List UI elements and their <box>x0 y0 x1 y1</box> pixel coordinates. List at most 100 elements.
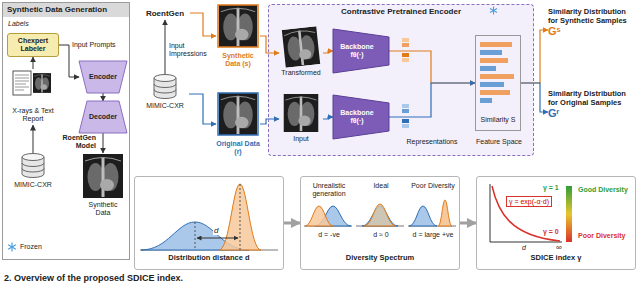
connector <box>260 119 279 124</box>
node-text: d = large +ve <box>408 231 458 239</box>
illustration-part <box>480 82 504 87</box>
node-text: Similarity Distribution for Original Sam… <box>548 90 636 107</box>
connector <box>33 125 34 153</box>
database-shape <box>141 74 189 100</box>
illustration-part <box>305 206 333 226</box>
spectrum-plots <box>304 200 456 226</box>
illustration-part <box>33 73 51 93</box>
node-text: Original Data (r) <box>216 140 260 156</box>
node-text: Backbone fθ(·) <box>333 109 381 125</box>
connector <box>284 222 300 225</box>
illustration-part <box>402 53 409 57</box>
node-text: Encoder <box>89 73 117 81</box>
illustration-part <box>15 75 29 76</box>
trapezoid-outline <box>79 101 127 133</box>
illustration-part <box>402 58 409 62</box>
text-label: ∞ <box>556 243 562 252</box>
illustration-part <box>492 186 560 241</box>
left-icons <box>8 71 123 252</box>
connector <box>59 45 79 77</box>
trapezoid-outline <box>79 61 127 93</box>
illustration-part <box>15 87 29 88</box>
output-text: Similarity Distribution for Synthetic Sa… <box>548 8 636 52</box>
connector <box>323 51 333 53</box>
text-label: Good Diversity <box>578 186 628 193</box>
connector <box>460 222 476 225</box>
illustration-part <box>480 66 496 71</box>
node-text: Transformed <box>279 69 323 77</box>
database-top <box>154 75 176 82</box>
text-label: Feature Space <box>470 138 528 145</box>
illustration-part <box>402 38 409 42</box>
xray-image: Transformed <box>279 27 323 79</box>
illustration-part <box>219 5 257 47</box>
illustration-part <box>490 184 562 242</box>
connector <box>521 30 548 83</box>
database-top <box>22 154 44 161</box>
mini-plot: Unrealistic generationd = -ve <box>304 181 354 239</box>
illustration-part <box>402 124 409 128</box>
node-text: Synthetic Data Generation <box>3 3 129 17</box>
connector <box>389 51 475 83</box>
database: MIMIC-CXR <box>7 153 59 193</box>
illustration-part <box>15 81 29 82</box>
connector <box>189 94 216 124</box>
text-label: Representations <box>396 138 468 145</box>
text-label: γ = 0 <box>543 228 559 235</box>
connector <box>103 133 104 153</box>
text-label: RoentGen Model <box>56 134 96 150</box>
xray-image: Original Data (r) <box>216 92 260 156</box>
node-text: Input <box>279 135 323 143</box>
illustration-part <box>218 5 258 47</box>
text-label: Labels <box>8 20 29 27</box>
illustration-part <box>195 222 196 250</box>
illustration-part <box>240 184 241 250</box>
illustration-part <box>13 71 31 95</box>
node-text: MIMIC-CXR <box>141 102 189 110</box>
illustration-part <box>480 74 514 79</box>
illustration-part <box>197 238 238 239</box>
illustration-part <box>219 93 257 135</box>
illustration-part <box>490 6 497 14</box>
illustration-part <box>364 204 396 226</box>
connector <box>260 36 279 53</box>
node-text: Unrealistic generation <box>304 182 354 198</box>
connector <box>521 83 548 112</box>
mini-plot: Ideald ≈ 0 <box>356 181 406 239</box>
node-text: Chexpert Labeler <box>8 37 58 53</box>
xray-image: Input <box>279 93 323 145</box>
illustration-part <box>15 75 29 90</box>
illustration-part <box>15 90 24 91</box>
edge-label: Input Prompts <box>72 41 116 49</box>
mini-plot: Poor Diversity d = large +ve <box>408 181 458 239</box>
connector <box>389 83 475 117</box>
caption: 2. Overview of the proposed SDICE index. <box>4 273 183 283</box>
chart-panel: Diversity SpectrumUnrealistic generation… <box>300 176 460 270</box>
decoder-trapezoid: Decoder <box>79 101 127 133</box>
illustration-part <box>409 206 437 226</box>
illustration-part <box>15 84 26 85</box>
illustration-part <box>219 184 261 250</box>
text-label: γ = exp(-α·d) <box>506 196 552 207</box>
illustration-part <box>480 58 508 63</box>
document-icon: X-rays & Text Report <box>7 69 59 125</box>
node-text: Poor Diversity <box>408 182 458 190</box>
connector <box>190 13 216 36</box>
backbone-trapezoid: Backbone fθ(·) <box>333 95 389 139</box>
illustration-part <box>402 43 409 47</box>
node-text: Gˢ <box>548 25 636 38</box>
chart-panel: Distribution distance d <box>134 176 284 270</box>
illustration-part <box>218 93 258 135</box>
output-text: Similarity Distribution for Original Sam… <box>548 90 636 134</box>
text-label: d <box>213 226 219 235</box>
similarity-box: Similarity S <box>475 35 521 131</box>
illustration-part <box>282 26 320 67</box>
node-text: Decoder <box>89 113 117 121</box>
illustration-part <box>480 50 502 55</box>
illustration-part <box>8 243 16 252</box>
illustration-part <box>284 94 319 132</box>
xray-image: Synthetic Data <box>81 153 125 219</box>
illustration-part <box>268 4 534 156</box>
labeler-box: Chexpert Labeler <box>7 33 59 57</box>
illustration-part <box>402 104 409 108</box>
